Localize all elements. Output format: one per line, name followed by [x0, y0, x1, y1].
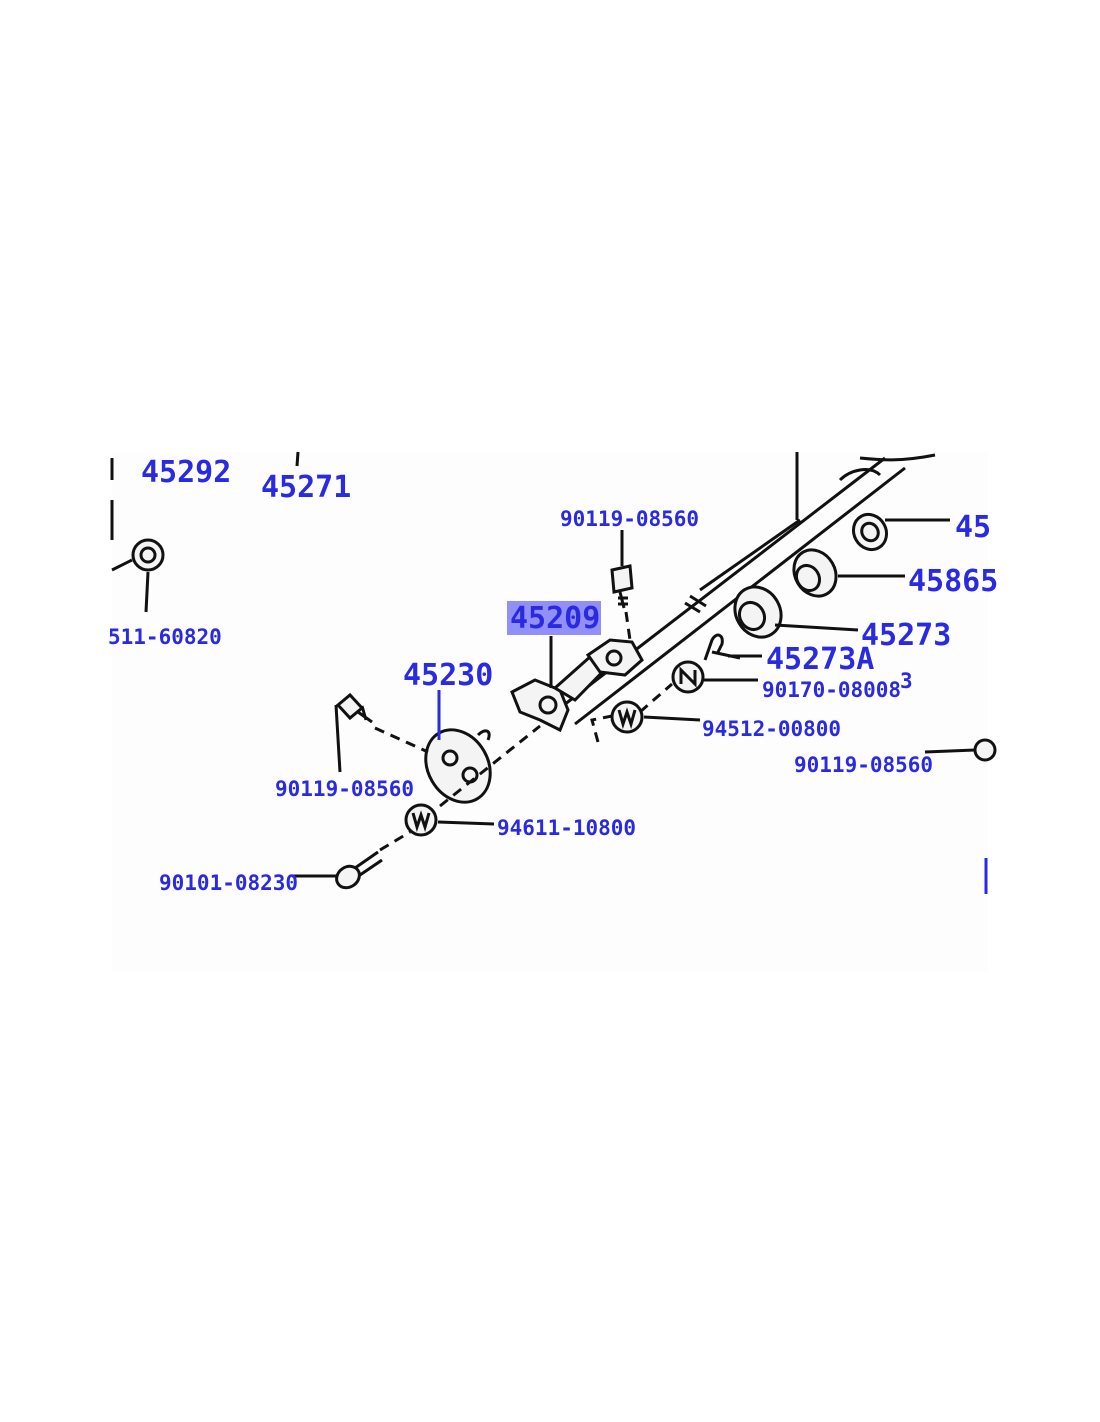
label-45292: 45292: [141, 455, 231, 490]
bushing-45273-icon: [733, 585, 783, 639]
bushing-45865-icon: [792, 548, 838, 598]
label-511-60820: 511-60820: [108, 625, 222, 649]
bolt-left-leader: [334, 704, 342, 773]
bolt-90101-icon: [335, 850, 383, 890]
label-90119-08560-right: 90119-08560: [794, 753, 933, 777]
highlight-45209: [507, 601, 601, 635]
label-45209: 45209: [510, 601, 600, 636]
left-nut-leader: [144, 571, 150, 613]
bolt-right-icon: [973, 738, 997, 762]
nut-90170-icon: [671, 660, 705, 694]
bolt-top-icon: [610, 564, 634, 609]
label-45230: 45230: [403, 658, 493, 693]
94611-leader: [437, 820, 495, 826]
label-90119-08560-left: 90119-08560: [275, 777, 414, 801]
bolt-left-icon: [335, 692, 373, 724]
left-bolt-leader: [111, 558, 133, 572]
bolt-right-leader: [924, 748, 976, 754]
label-94611-10800: 94611-10800: [497, 816, 636, 840]
washer-dash: [590, 682, 673, 743]
94512-leader: [643, 715, 701, 722]
bolt-top-dash: [624, 611, 632, 641]
label-45865: 45865: [908, 564, 998, 599]
label-45: 45: [955, 510, 991, 545]
45273-leader: [774, 623, 859, 632]
bolt-left-dash: [374, 726, 429, 754]
washer-94512-icon: [610, 700, 644, 734]
label-94512-00800: 94512-00800: [702, 717, 841, 741]
coupling-45230-icon: [424, 728, 492, 804]
universal-joint-45209-icon: [510, 638, 644, 733]
label-90101-08230: 90101-08230: [159, 871, 298, 895]
label-90170-08008: 90170-08008: [762, 678, 901, 702]
nut-left-icon: [131, 538, 165, 572]
label-45271: 45271: [261, 470, 351, 505]
45271-leader: [295, 451, 300, 467]
label-90119-08560-top: 90119-08560: [560, 507, 699, 531]
bushing-45-icon: [851, 512, 889, 552]
assembly-axis-dash: [379, 724, 541, 852]
label-45273a: 45273A: [766, 642, 874, 677]
label-45273: 45273: [861, 618, 951, 653]
label-3: 3: [900, 669, 913, 693]
washer-94611-icon: [404, 803, 438, 837]
